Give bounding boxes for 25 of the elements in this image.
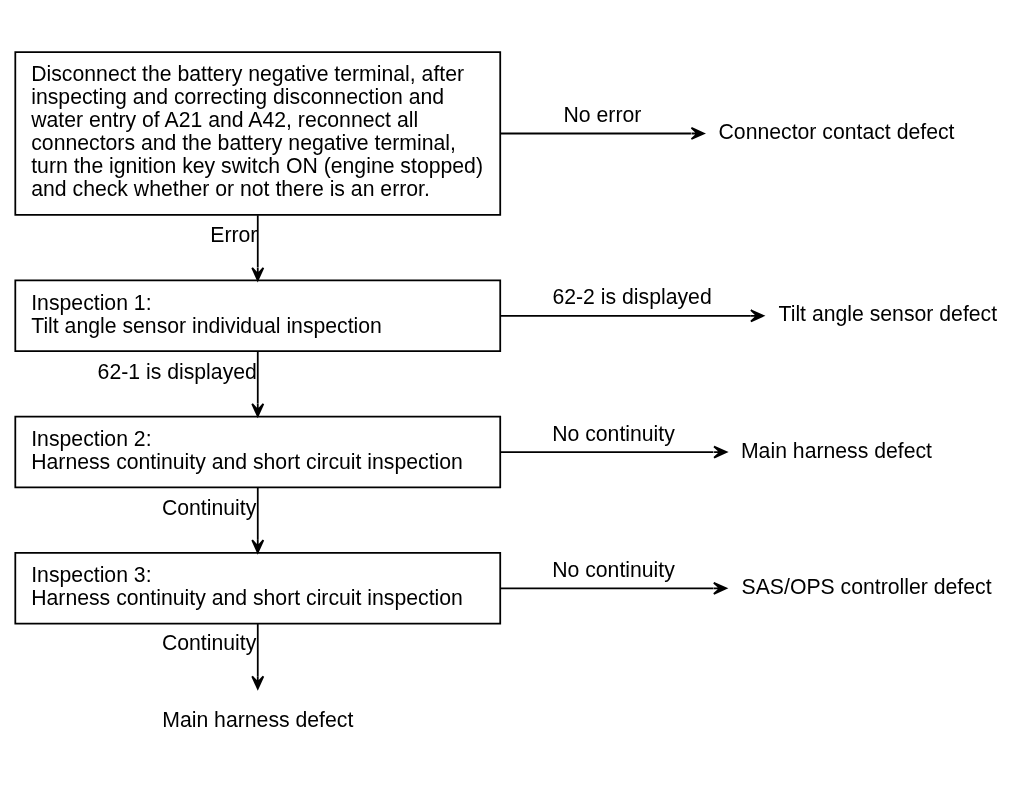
arrow: [499, 126, 705, 140]
arrow: [251, 622, 265, 690]
node-text: SAS/OPS controller defect: [741, 574, 992, 598]
edge-label: No error: [563, 102, 642, 126]
node-box: Inspection 2: Harness continuity and short circuit inspection: [14, 415, 502, 488]
edge-label: Error: [210, 222, 258, 246]
arrow: [251, 213, 265, 281]
edge-label: 62-2 is displayed: [552, 284, 712, 308]
node-text: Connector contact defect: [718, 119, 955, 143]
node-box: Inspection 3: Harness continuity and short circuit inspection: [14, 551, 502, 625]
arrow: [500, 581, 728, 595]
edge-label: Continuity: [161, 495, 257, 519]
node-box: Inspection 1: Tilt angle sensor individual inspection: [14, 279, 502, 352]
edge-label: No continuity: [552, 421, 675, 445]
edge-label: Continuity: [161, 630, 257, 654]
arrow: [499, 445, 728, 458]
edge-label: 62-1 is displayed: [97, 359, 257, 383]
arrow: [251, 486, 265, 553]
edge-label: No continuity: [552, 557, 675, 581]
arrow: [251, 350, 265, 417]
arrow: [499, 308, 765, 322]
node-text: Main harness defect: [162, 707, 354, 731]
node-text: Main harness defect: [740, 438, 933, 462]
node-box: Disconnect the battery negative terminal, after inspecting and correcting disconnection and water entry of A21 and A42, reconnect all connectors and the battery negative terminal, turn the ignition key switch ON (engine stopped) and check whether or not there is an error.: [14, 50, 502, 216]
node-text: Tilt angle sensor defect: [778, 301, 998, 325]
